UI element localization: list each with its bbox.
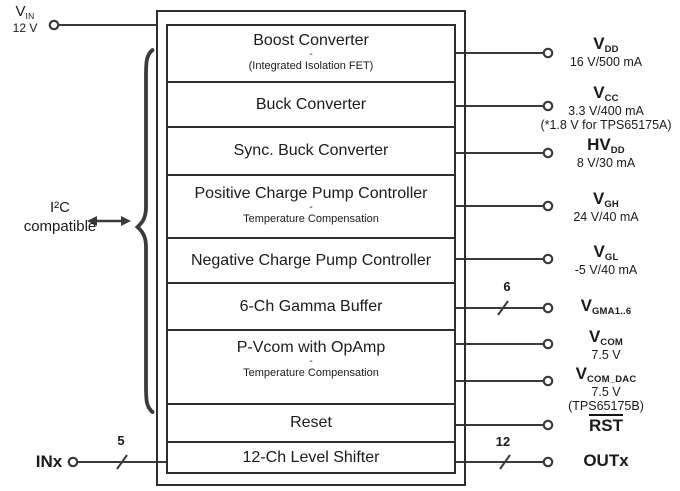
input-label-inx: INx [35, 452, 63, 471]
signal-value: 7.5 V [591, 348, 621, 362]
block-title: Sync. Buck Converter [233, 142, 389, 160]
signal-subscript: DD [604, 44, 619, 55]
signal-name: V [588, 327, 601, 346]
output-label-hvdd: HVDD 8 V/30 mA [540, 136, 672, 170]
signal-name: V [575, 364, 587, 383]
bus-width-vgma: 6 [503, 279, 511, 294]
signal-value: 8 V/30 mA [576, 156, 636, 170]
signal-subscript: GL [604, 252, 619, 263]
signal-name: OUTx [583, 451, 629, 470]
output-label-vcom: VCOM 7.5 V [540, 328, 672, 362]
signal-name-active-low: RST [589, 414, 623, 435]
block-dash: - [309, 202, 313, 214]
block-subtitle: Temperature Compensation [243, 367, 379, 380]
signal-subscript: COM [600, 337, 624, 348]
i2c-line2: compatible [23, 217, 97, 235]
signal-value: 7.5 V [591, 385, 621, 399]
signal-subscript: CC [604, 93, 619, 104]
i2c-line1: I²C [50, 199, 70, 216]
block-reset: Reset [166, 403, 456, 443]
block-dash: - [309, 356, 313, 368]
output-label-rst: RST [540, 414, 672, 436]
bus-slash-outx [499, 454, 511, 470]
block-level-shifter: 12-Ch Level Shifter [166, 441, 456, 474]
block-title: Negative Charge Pump Controller [190, 251, 432, 269]
signal-value: 3.3 V/400 mA [568, 104, 644, 118]
signal-value: 12 V [12, 21, 38, 36]
block-buck-converter: Buck Converter [166, 81, 456, 128]
signal-name: V [593, 242, 605, 261]
signal-value: -5 V/40 mA [574, 263, 638, 277]
block-title: P-Vcom with OpAmp [236, 338, 386, 356]
output-label-vgh: VGH 24 V/40 mA [540, 190, 672, 224]
bus-slash-vgma [497, 300, 509, 316]
output-label-outx: OUTx [540, 452, 672, 471]
block-subtitle: Temperature Compensation [243, 213, 379, 226]
signal-name: V [593, 83, 605, 102]
signal-name: HV [587, 135, 611, 154]
block-title: Reset [290, 414, 332, 432]
output-label-vcom-dac: VCOM_DAC 7.5 V (TPS65175B) [540, 365, 672, 413]
block-sync-buck-converter: Sync. Buck Converter [166, 126, 456, 176]
block-negative-charge-pump: Negative Charge Pump Controller [166, 237, 456, 284]
bus-slash-inx [116, 454, 128, 470]
signal-note: (TPS65175B) [568, 399, 644, 413]
terminal-vin [48, 19, 60, 31]
signal-name: V [580, 296, 592, 315]
signal-note: (*1.8 V for TPS65175A) [540, 118, 672, 132]
signal-value: 24 V/40 mA [573, 210, 639, 224]
block-title: 12-Ch Level Shifter [242, 448, 380, 466]
bus-width-outx: 12 [495, 434, 511, 449]
i2c-brace [134, 48, 155, 414]
signal-name: V [593, 34, 605, 53]
block-title: Positive Charge Pump Controller [194, 184, 428, 202]
signal-name: V [593, 189, 605, 208]
signal-subscript: DD [610, 145, 625, 156]
signal-subscript: COM_DAC [586, 374, 637, 385]
block-stack: Boost Converter - (Integrated Isolation … [166, 24, 456, 474]
signal-name: VIN [15, 3, 35, 21]
block-gamma-buffer: 6-Ch Gamma Buffer [166, 282, 456, 331]
bus-width-inx: 5 [117, 433, 125, 448]
block-title: 6-Ch Gamma Buffer [239, 297, 383, 315]
signal-subscript: IN [25, 11, 35, 21]
chip-outline [156, 10, 466, 486]
output-label-vdd: VDD 16 V/500 mA [540, 35, 672, 69]
signal-subscript: GH [604, 199, 619, 210]
block-boost-converter: Boost Converter - (Integrated Isolation … [166, 24, 456, 83]
signal-subscript: GMA1..6 [591, 306, 632, 317]
i2c-compatible-label: I²C compatible [5, 199, 115, 237]
terminal-inx [67, 456, 79, 468]
block-title: Boost Converter [253, 31, 369, 49]
block-title: Buck Converter [255, 95, 367, 113]
input-label-vin: VIN 12 V [0, 3, 50, 36]
output-label-vgl: VGL -5 V/40 mA [540, 243, 672, 277]
block-positive-charge-pump: Positive Charge Pump Controller - Temper… [166, 174, 456, 239]
signal-value: 16 V/500 mA [569, 55, 643, 69]
output-label-vgma: VGMA1..6 [540, 297, 672, 317]
output-label-vcc: VCC 3.3 V/400 mA (*1.8 V for TPS65175A) [540, 84, 672, 132]
block-pvcom-opamp: P-Vcom with OpAmp - Temperature Compensa… [166, 329, 456, 405]
block-subtitle: (Integrated Isolation FET) [248, 60, 374, 73]
block-dash: - [309, 49, 313, 61]
